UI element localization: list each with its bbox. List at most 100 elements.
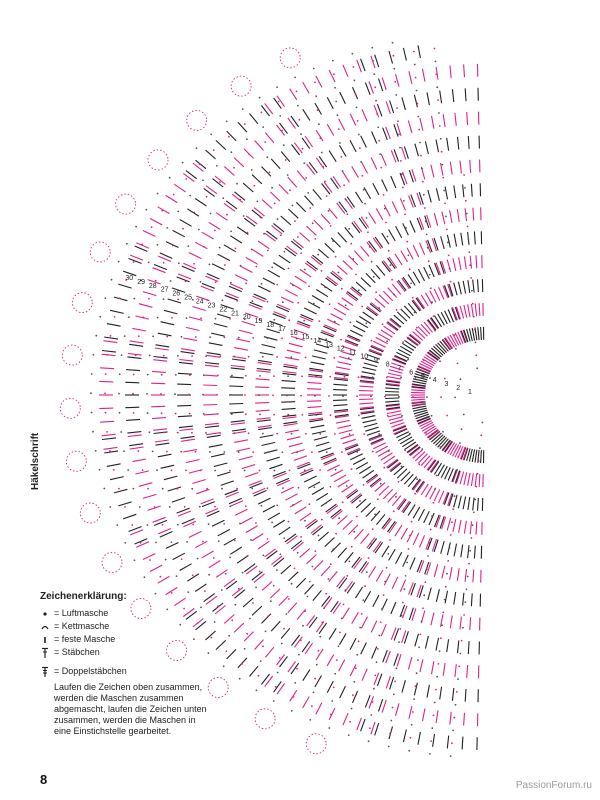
chain-dot (361, 174, 364, 177)
stitch-mark (370, 268, 381, 280)
stitch-mark (400, 527, 408, 540)
chain-dot (169, 280, 172, 282)
chain-dot (168, 176, 171, 179)
chain-dot (132, 373, 135, 376)
chain-dot (350, 545, 353, 548)
chain-dot (249, 617, 251, 620)
stitch-mark (373, 442, 386, 450)
stitch-mark (470, 593, 473, 607)
scallop (254, 708, 276, 730)
chain-dot (439, 137, 442, 140)
chain-dot (418, 463, 421, 466)
chain-dot (317, 534, 320, 537)
chain-dot (276, 504, 279, 507)
chain-dot (423, 207, 426, 209)
chain-dot-icon (40, 610, 50, 618)
chain-dot (381, 607, 383, 610)
stitch-mark (234, 347, 249, 351)
stitch-mark (300, 469, 314, 477)
chain-dot (285, 613, 288, 615)
stitch-mark (457, 331, 464, 344)
chain-dot (454, 482, 457, 484)
stitch-mark (403, 305, 414, 317)
chain-dot (282, 144, 285, 147)
chain-dot (314, 550, 317, 552)
chain-dot (106, 431, 108, 433)
stitch-mark (378, 294, 390, 305)
stitch-mark (273, 472, 287, 479)
chain-dot (384, 395, 386, 398)
stitch-mark (435, 139, 440, 153)
chain-dot (156, 469, 158, 472)
chain-dot (329, 375, 332, 378)
stitch-mark (251, 248, 264, 257)
chain-dot (324, 286, 327, 289)
chain-dot (313, 486, 316, 489)
chain-dot (476, 472, 479, 475)
chain-dot (250, 248, 253, 251)
stitch-mark (469, 521, 473, 535)
stitch-mark (363, 590, 372, 603)
stitch-mark (423, 266, 430, 280)
chain-dot (414, 492, 416, 495)
chain-dot (406, 240, 409, 243)
chain-dot (146, 373, 149, 376)
stitch-mark (183, 337, 198, 342)
stitch-mark (396, 468, 408, 479)
chain-dot (374, 513, 376, 516)
stitch-mark (353, 528, 364, 540)
stitch-mark (463, 64, 466, 78)
round-number: 4 (433, 377, 437, 384)
chain-dot (118, 411, 121, 414)
stitch-mark (370, 345, 384, 353)
chain-dot (336, 114, 339, 117)
stitch-mark (480, 450, 482, 464)
stitch-mark (427, 429, 439, 439)
chain-dot (397, 480, 400, 483)
stitch-mark (423, 510, 430, 524)
stitch-mark (292, 541, 304, 552)
stitch-mark (417, 365, 432, 372)
chain-dot (359, 147, 361, 150)
chain-dot (304, 356, 307, 359)
stitch-mark (469, 159, 472, 173)
stitch-mark (473, 545, 476, 559)
chain-dot (279, 115, 282, 117)
stitch-mark (205, 425, 220, 429)
stitch-mark (267, 269, 281, 278)
stitch-mark (417, 365, 431, 373)
stitch-mark (380, 452, 393, 461)
stitch-mark (453, 591, 457, 605)
stitch-mark (475, 521, 478, 535)
stitch-mark (410, 582, 416, 596)
chain-dot (435, 474, 438, 477)
stitch-mark (320, 565, 331, 577)
chain-dot (123, 450, 125, 452)
chain-dot (278, 657, 281, 659)
chain-dot (329, 485, 332, 488)
stitch-mark (230, 364, 245, 368)
stitch-mark (371, 131, 378, 144)
stitch-mark (466, 448, 471, 462)
stitch-mark (370, 302, 382, 312)
stitch-mark (433, 564, 439, 577)
chain-dot (459, 378, 462, 381)
slip-stitch-arc-icon (40, 623, 50, 631)
chain-dot (303, 162, 306, 165)
chain-dot (127, 469, 130, 471)
stitch-mark (430, 164, 435, 178)
stitch-mark (370, 438, 385, 446)
stitch-mark (240, 517, 253, 525)
stitch-mark (234, 274, 248, 282)
chain-dot (291, 204, 294, 207)
chain-dot (250, 169, 253, 171)
stitch-mark (331, 270, 343, 280)
chain-dot (241, 662, 244, 665)
stitch-mark (374, 236, 384, 249)
chain-dot (146, 524, 149, 526)
chain-dot (470, 277, 472, 279)
stitch-mark (463, 520, 467, 534)
stitch-mark (417, 45, 421, 59)
stitch-mark (372, 540, 382, 553)
stitch-mark (230, 235, 243, 244)
